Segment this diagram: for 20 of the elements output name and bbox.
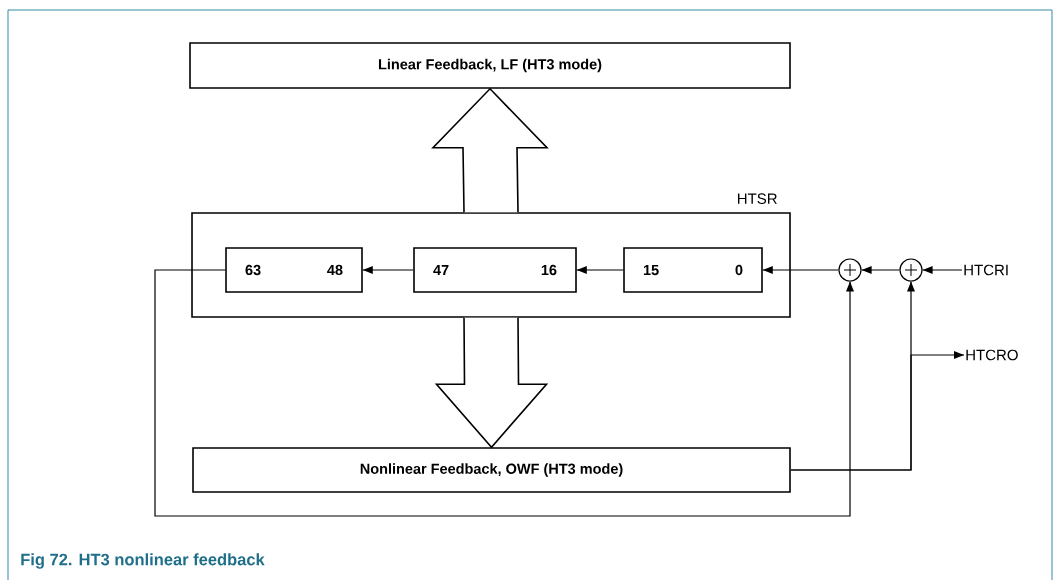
feedback-box: Linear Feedback, LF (HT3 mode) (189, 42, 791, 89)
arrow (861, 266, 900, 274)
xor-symbol (899, 258, 923, 282)
figure-caption: Fig 72. HT3 nonlinear feedback (21, 553, 265, 569)
output-line (790, 351, 965, 471)
feedback-line (154, 269, 854, 517)
hollow-arrow (431, 87, 549, 213)
signal-label: HTCRI (964, 264, 1008, 276)
register-cell: 15 0 (623, 247, 763, 293)
feedback-box: Nonlinear Feedback, OWF (HT3 mode) (192, 447, 791, 493)
arrow (362, 266, 414, 274)
xor-symbol (838, 258, 862, 282)
signal-label: HTCRO (966, 349, 1018, 361)
arrow (762, 266, 839, 274)
register-cell: 47 16 (413, 247, 577, 293)
hollow-arrow (434, 317, 549, 449)
arrow (576, 266, 624, 274)
arrow (922, 266, 963, 274)
register-cell: 63 48 (225, 247, 363, 293)
register-label: HTSR (738, 193, 777, 204)
